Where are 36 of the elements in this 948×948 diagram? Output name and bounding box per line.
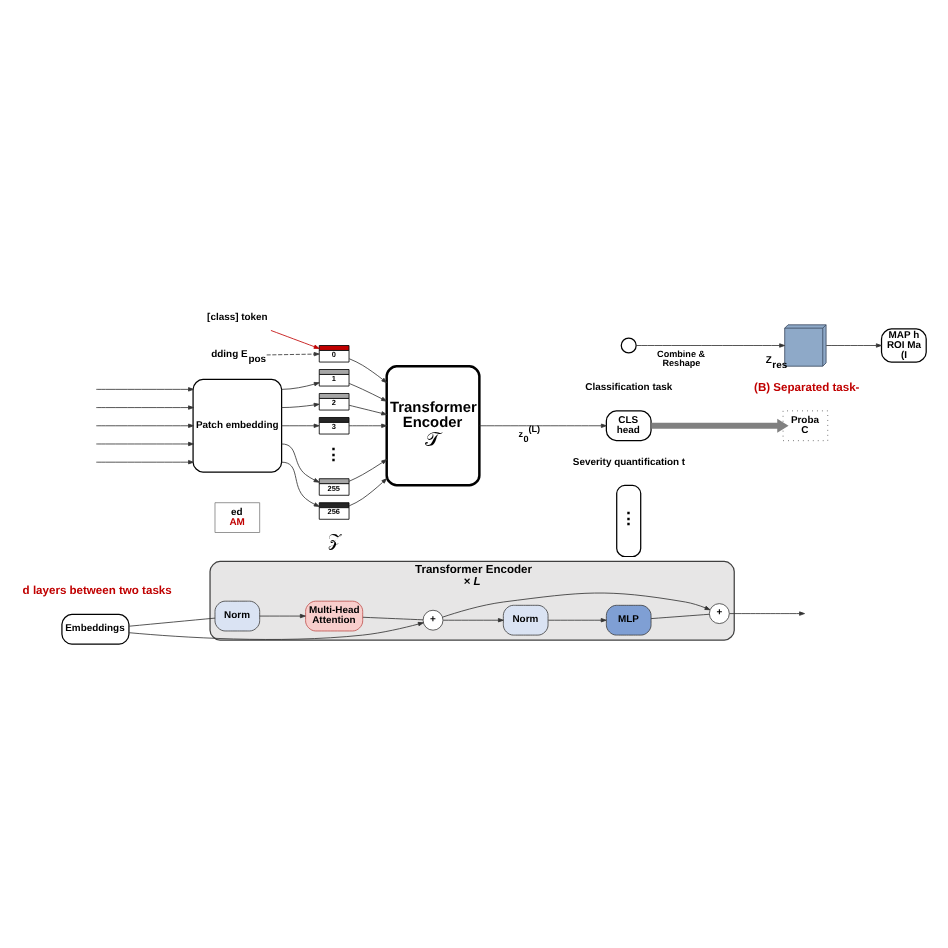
arrow (348, 477, 388, 506)
arrow (95, 386, 194, 391)
arrow (348, 357, 388, 383)
connector (128, 616, 216, 626)
arrow (95, 459, 194, 464)
arrow (547, 617, 607, 622)
arrow (348, 422, 388, 427)
connector (650, 612, 710, 619)
arrow (281, 442, 320, 482)
arrow (348, 403, 388, 415)
arrow (479, 422, 607, 427)
arrow (95, 404, 194, 409)
arrow (729, 610, 805, 615)
node-circle (620, 336, 637, 353)
connector (362, 615, 424, 620)
arrow (270, 329, 320, 348)
arrow (635, 342, 785, 347)
arrow (348, 382, 387, 401)
arrow (266, 350, 320, 356)
arrow (348, 458, 388, 481)
arrow (259, 612, 306, 618)
arrow (281, 401, 320, 407)
arrow (442, 617, 504, 622)
arrow (651, 417, 789, 432)
arrow (442, 591, 711, 617)
label: 𝒵 (327, 530, 340, 549)
arrow (95, 440, 194, 446)
arrow (281, 381, 320, 389)
node-box: Transformer Encoder 𝒯 (385, 363, 481, 486)
node-box: ⋮ (616, 483, 642, 557)
arrow (281, 460, 320, 506)
arrow (128, 620, 424, 639)
arrow (95, 422, 194, 427)
arrow (825, 342, 882, 347)
arrow (281, 422, 320, 427)
node-text: ⋮ (325, 444, 342, 463)
